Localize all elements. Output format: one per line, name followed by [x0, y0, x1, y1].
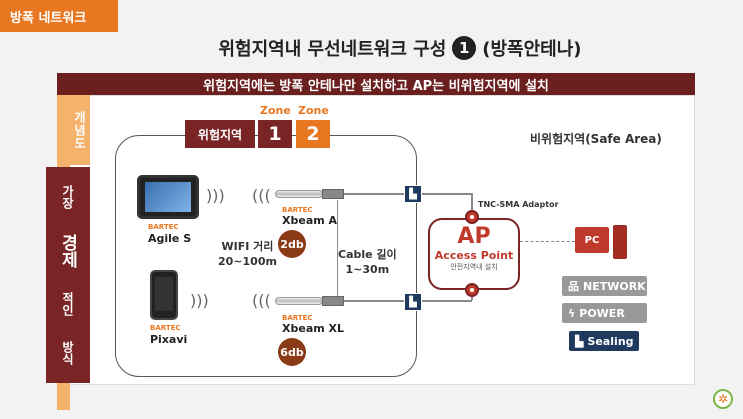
zone1-label: Zone [260, 104, 291, 117]
safe-area-label: 비위험지역(Safe Area) [530, 130, 662, 147]
phone-name: Pixavi [150, 333, 187, 346]
sealing-icon: ▙ [404, 185, 422, 203]
zone2-number: 2 [296, 120, 330, 148]
hazardous-label: 위험지역 [185, 120, 255, 148]
ap-sub: 안전지역내 설치 [430, 262, 518, 272]
wifi-icon: ))) [190, 291, 209, 310]
cable-length-label: Cable 길이 [338, 248, 397, 263]
antenna-a-brand: BARTEC [282, 206, 313, 214]
wifi-icon: ))) [252, 291, 271, 310]
wifi-distance: WIFI 거리 20~100m [218, 240, 277, 270]
antenna-xl-name: Xbeam XL [282, 322, 344, 335]
ap-name: Access Point [430, 249, 518, 262]
sealing-icon: ▙ [575, 335, 583, 348]
banner: 위험지역에는 방폭 안테나만 설치하고 AP는 비위험지역에 설치 [57, 73, 695, 95]
phone-image [150, 270, 178, 320]
side-text-3: 적인 [60, 292, 77, 316]
side-text-1: 가장 [60, 185, 77, 209]
zone1-number: 1 [258, 120, 292, 148]
wifi-icon: ))) [206, 186, 225, 205]
tablet-name: Agile S [148, 232, 191, 245]
tablet-brand: BARTEC [148, 223, 179, 231]
network-line [520, 241, 575, 242]
adapter-icon [465, 283, 479, 297]
pc-tower [613, 225, 627, 259]
antenna-xl-brand: BARTEC [282, 314, 313, 322]
cable-length: Cable 길이 1~30m [338, 248, 397, 278]
legend-network-label: NETWORK [583, 280, 646, 293]
antenna-a-name: Xbeam A [282, 214, 337, 227]
adapter-label: TNC-SMA Adaptor [478, 200, 559, 209]
access-point: AP Access Point 안전지역내 설치 [428, 218, 520, 290]
side-strip-top [57, 95, 70, 165]
side-text-4: 방식 [60, 341, 77, 365]
antenna-a-gain: 2db [278, 230, 306, 258]
legend-power-label: POWER [579, 307, 625, 320]
pc-monitor: PC [575, 227, 609, 253]
title-text: 위험지역내 무선네트워크 구성 [218, 35, 446, 61]
logo-icon: ✲ [713, 389, 733, 409]
zone2-label: Zone [298, 104, 329, 117]
sealing-icon: ▙ [404, 293, 422, 311]
antenna-xl-connector [322, 296, 344, 306]
wifi-distance-label: WIFI 거리 [218, 240, 277, 255]
concept-text: 개념도 [72, 111, 89, 150]
legend-sealing-label: Sealing [587, 335, 633, 348]
tablet-image [137, 175, 199, 219]
network-icon: 品 [568, 278, 579, 294]
cable-xl [344, 300, 404, 302]
side-text-2: 경제 [56, 234, 81, 268]
antenna-a-connector [322, 189, 344, 199]
title-suffix: (방폭안테나) [482, 35, 581, 61]
ap-label: AP [430, 224, 518, 249]
cable-to-ap-bottom [422, 300, 472, 302]
page-title: 위험지역내 무선네트워크 구성 1 (방폭안테나) [150, 35, 650, 61]
pc-icon: PC [575, 225, 630, 260]
title-number: 1 [452, 36, 476, 60]
antenna-a [275, 190, 323, 198]
legend-power: ϟ POWER [562, 303, 647, 323]
antenna-xl [275, 297, 323, 305]
cable-to-ap-top [422, 193, 472, 195]
side-label: 가장 경제 적인 방식 [46, 167, 90, 383]
wifi-distance-value: 20~100m [218, 255, 277, 270]
power-icon: ϟ [568, 307, 575, 320]
concept-label: 개념도 [70, 95, 90, 165]
phone-brand: BARTEC [150, 324, 181, 332]
adapter-icon [465, 210, 479, 224]
legend-network: 品 NETWORK [562, 276, 647, 296]
cable-length-value: 1~30m [338, 263, 397, 278]
cable-a [344, 193, 404, 195]
legend-sealing: ▙ Sealing [569, 331, 639, 351]
section-tag: 방폭 네트워크 [0, 0, 118, 32]
wifi-icon: ))) [252, 186, 271, 205]
antenna-xl-gain: 6db [278, 338, 306, 366]
